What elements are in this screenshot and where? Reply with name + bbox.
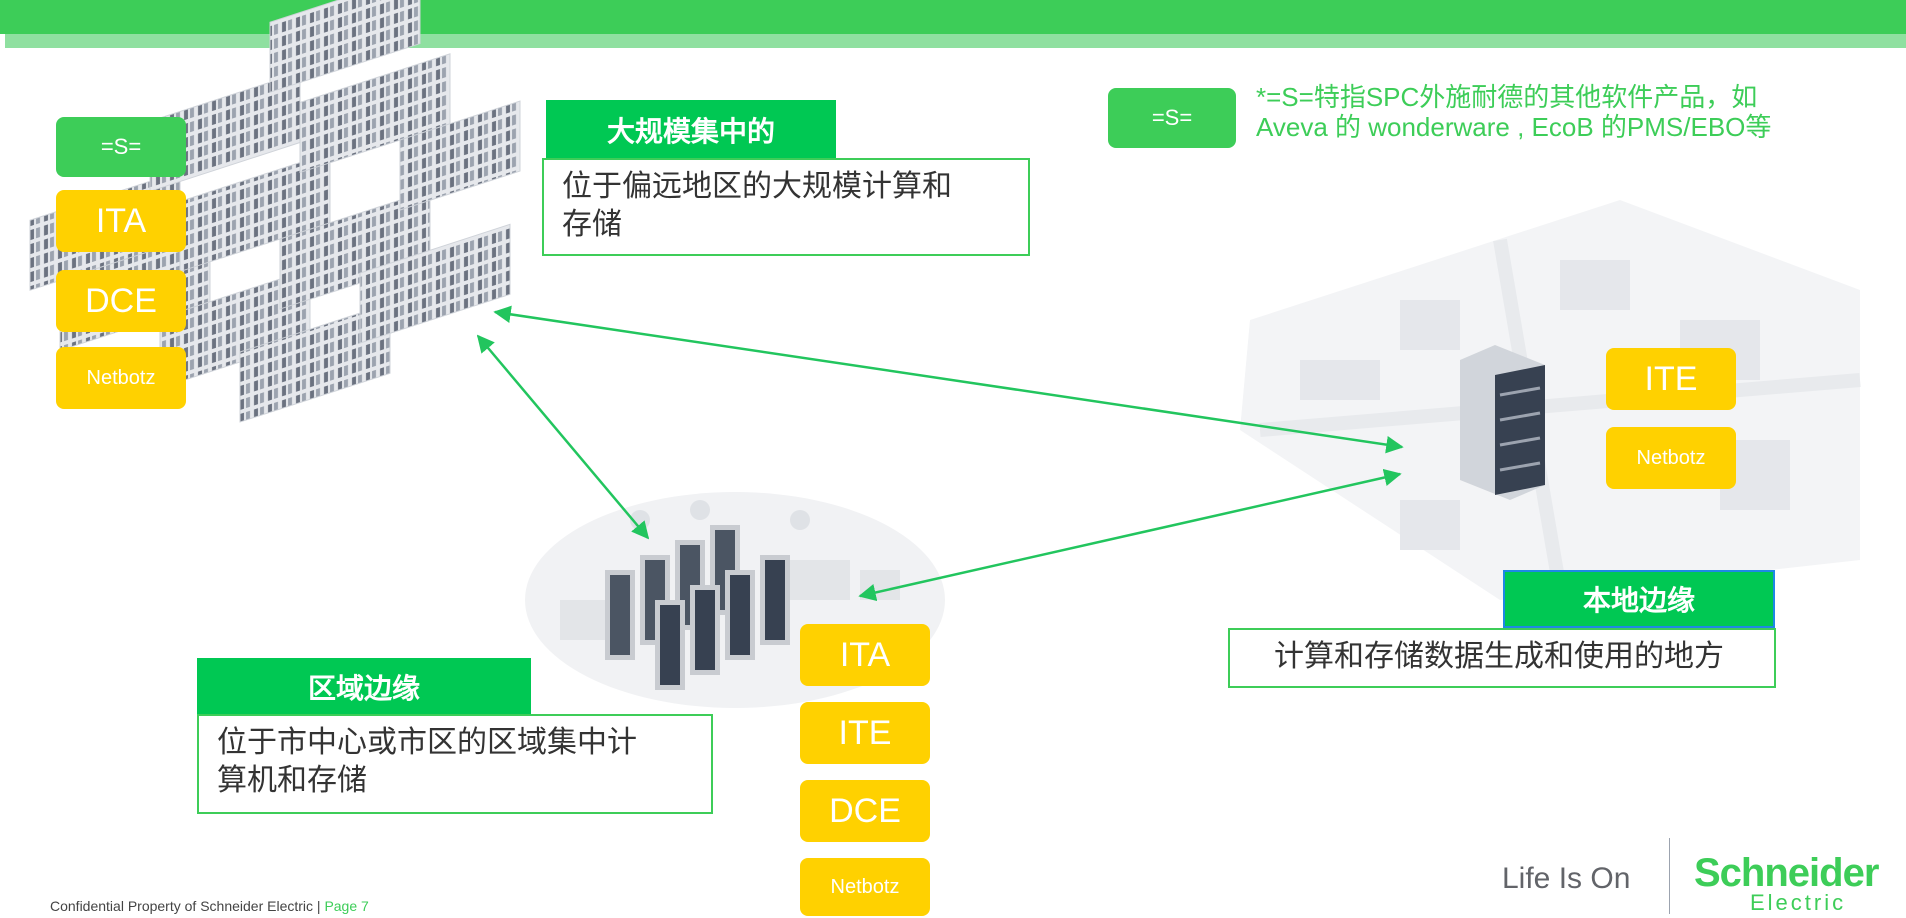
local-netbotz-tag: Netbotz (1606, 427, 1736, 489)
arrow-icon (476, 334, 650, 540)
regional-title: 区域边缘 (197, 658, 531, 716)
regional-description-line1: 位于市中心或市区的区域集中计 (217, 726, 637, 759)
cloud-ita-tag: ITA (56, 190, 186, 252)
cloud-description-line1: 位于偏远地区的大规模计算和 (562, 170, 952, 203)
footer-slogan: Life Is On (1502, 862, 1630, 896)
footer-divider (1669, 838, 1670, 914)
regional-racks-icon (605, 525, 790, 690)
header-accent-bar (5, 34, 1906, 48)
local-title: 本地边缘 (1503, 570, 1775, 628)
footer-confidential: Confidential Property of Schneider Elect… (50, 898, 369, 914)
cloud-title: 大规模集中的 (546, 100, 836, 160)
regional-ite-tag: ITE (800, 702, 930, 764)
regional-description: 位于市中心或市区的区域集中计 算机和存储 (197, 714, 713, 814)
local-description: 计算和存储数据生成和使用的地方 (1228, 628, 1776, 688)
regional-netbotz-tag: Netbotz (800, 858, 930, 916)
legend-note-line1: *=S=特指SPC外施耐德的其他软件产品，如 (1256, 82, 1758, 112)
legend-note-line2: Aveva 的 wonderware , EcoB 的PMS/EBO等 (1256, 112, 1772, 142)
footer-confidential-text: Confidential Property of Schneider Elect… (50, 898, 325, 914)
cloud-s-tag: =S= (56, 117, 186, 177)
regional-dce-tag: DCE (800, 780, 930, 842)
regional-description-line2: 算机和存储 (217, 764, 367, 797)
city-map-icon (1240, 200, 1861, 600)
arrow-icon (858, 468, 1402, 602)
server-rack-icon (1460, 345, 1545, 500)
logo-brand-bottom: Electric (1750, 890, 1847, 915)
footer-page-number: Page 7 (324, 898, 369, 914)
legend-note: *=S=特指SPC外施耐德的其他软件产品，如 Aveva 的 wonderwar… (1256, 82, 1896, 142)
regional-ita-tag: ITA (800, 624, 930, 686)
schneider-logo: Schneider Electric (1694, 851, 1894, 915)
slogan-text: Life Is On (1502, 862, 1631, 895)
cloud-description-line2: 存储 (562, 208, 622, 241)
arrow-icon (493, 305, 1404, 454)
logo-brand-top: Schneider (1694, 851, 1879, 895)
legend-s-tag: =S= (1108, 88, 1236, 148)
cloud-netbotz-tag: Netbotz (56, 347, 186, 409)
local-ite-tag: ITE (1606, 348, 1736, 410)
cloud-dce-tag: DCE (56, 270, 186, 332)
cloud-description: 位于偏远地区的大规模计算和 存储 (542, 158, 1030, 256)
